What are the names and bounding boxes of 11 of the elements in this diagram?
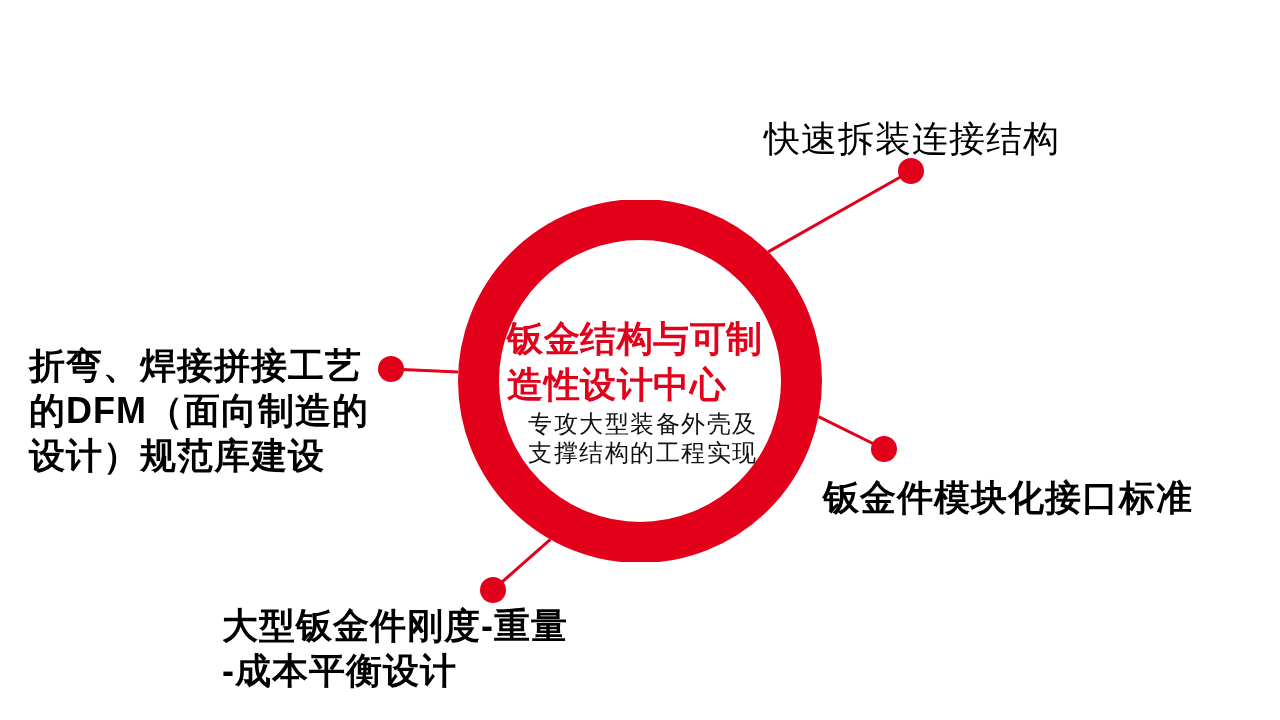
connector-line	[378, 356, 459, 382]
hub-title: 钣金结构与可制造性设计中心	[507, 317, 764, 407]
topic-label: 快速拆装连接结构	[764, 117, 1061, 161]
topic-label: 大型钣金件刚度-重量-成本平衡设计	[222, 604, 569, 693]
connector-line	[480, 538, 552, 603]
connector-line	[767, 158, 924, 254]
connector-line	[817, 415, 897, 462]
hub-subtitle: 专攻大型装备外壳及支撑结构的工程实现	[528, 409, 759, 467]
topic-label: 钣金件模块化接口标准	[823, 476, 1194, 520]
hub-ring	[458, 200, 822, 562]
topic-label: 折弯、焊接拼接工艺的DFM（面向制造的设计）规范库建设	[29, 344, 370, 478]
